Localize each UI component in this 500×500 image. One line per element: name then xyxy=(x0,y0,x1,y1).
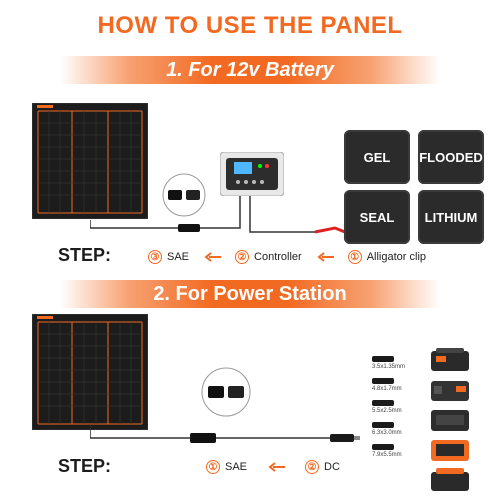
wiring-diagram xyxy=(90,425,360,443)
adapter-item: 4.8x1.7mm xyxy=(372,378,405,392)
wiring-diagram xyxy=(90,190,346,234)
solar-panel-icon xyxy=(32,103,148,219)
arrow-left-icon xyxy=(317,252,334,262)
dc-plug-icon xyxy=(372,422,394,428)
section2-heading: 2. For Power Station xyxy=(60,280,440,308)
step-text: SAE xyxy=(167,251,190,263)
solar-charge-controller-icon xyxy=(220,152,284,196)
power-station-icon xyxy=(431,381,469,401)
power-station-icon xyxy=(431,440,469,461)
page-title: HOW TO USE THE PANEL xyxy=(97,12,403,39)
step-item: ② DC xyxy=(305,460,340,474)
arrow-left-icon xyxy=(204,252,222,262)
battery-label: GEL xyxy=(363,149,391,165)
adapter-item: 7.9x5.5mm xyxy=(372,444,405,458)
dc-plug-icon xyxy=(372,444,394,450)
step-item: ③ SAE xyxy=(148,250,189,264)
arrow-left-icon xyxy=(268,462,286,472)
battery-gel: GEL xyxy=(344,130,410,184)
section2-steps: ① SAE ② DC xyxy=(206,460,340,474)
power-station-icon xyxy=(431,468,469,491)
power-station-list xyxy=(430,348,470,492)
adapter-size: 4.8x1.7mm xyxy=(372,386,402,392)
dc-plug-icon xyxy=(372,378,394,384)
step-text: DC xyxy=(324,461,340,473)
dc-plug-icon xyxy=(372,400,394,406)
battery-seal: SEAL xyxy=(344,190,410,244)
step-label: STEP: xyxy=(58,245,112,265)
dc-plug-icon xyxy=(372,356,394,362)
step-label: STEP: xyxy=(58,456,112,476)
step-item: ① Alligator clip xyxy=(347,250,427,264)
step-number: ① xyxy=(347,250,362,264)
step-text: Alligator clip xyxy=(366,251,427,263)
step-item: ① SAE xyxy=(206,460,247,474)
adapter-size: 7.9x5.5mm xyxy=(372,452,402,458)
dc-adapter-list: 3.5x1.35mm 4.8x1.7mm 5.5x2.5mm 6.3x3.0mm… xyxy=(372,356,405,458)
step-number: ③ xyxy=(148,250,162,264)
battery-label: SEAL xyxy=(359,209,395,225)
power-station-icon xyxy=(431,348,469,371)
adapter-item: 5.5x2.5mm xyxy=(372,400,405,414)
battery-label: FLOODED xyxy=(419,149,483,165)
battery-flooded: FLOODED xyxy=(418,130,484,184)
battery-label: LITHIUM xyxy=(424,209,478,225)
adapter-item: 3.5x1.35mm xyxy=(372,356,405,370)
step-item: ② Controller xyxy=(235,250,302,264)
adapter-size: 6.3x3.0mm xyxy=(372,430,402,436)
section1-heading: 1. For 12v Battery xyxy=(60,56,440,84)
solar-panel-icon xyxy=(32,314,148,430)
battery-lithium: LITHIUM xyxy=(418,190,484,244)
step-number: ② xyxy=(305,460,320,474)
step-text: SAE xyxy=(225,461,248,473)
section1-steps: ③ SAE ② Controller ① Alligator clip xyxy=(148,250,426,264)
step-text: Controller xyxy=(254,251,302,263)
sae-connector-icon xyxy=(162,173,206,217)
step-number: ① xyxy=(206,460,220,474)
step-number: ② xyxy=(235,250,250,264)
adapter-size: 5.5x2.5mm xyxy=(372,408,402,414)
sae-connector-icon xyxy=(201,367,251,417)
adapter-item: 6.3x3.0mm xyxy=(372,422,405,436)
power-station-icon xyxy=(431,410,469,431)
adapter-size: 3.5x1.35mm xyxy=(372,364,406,370)
